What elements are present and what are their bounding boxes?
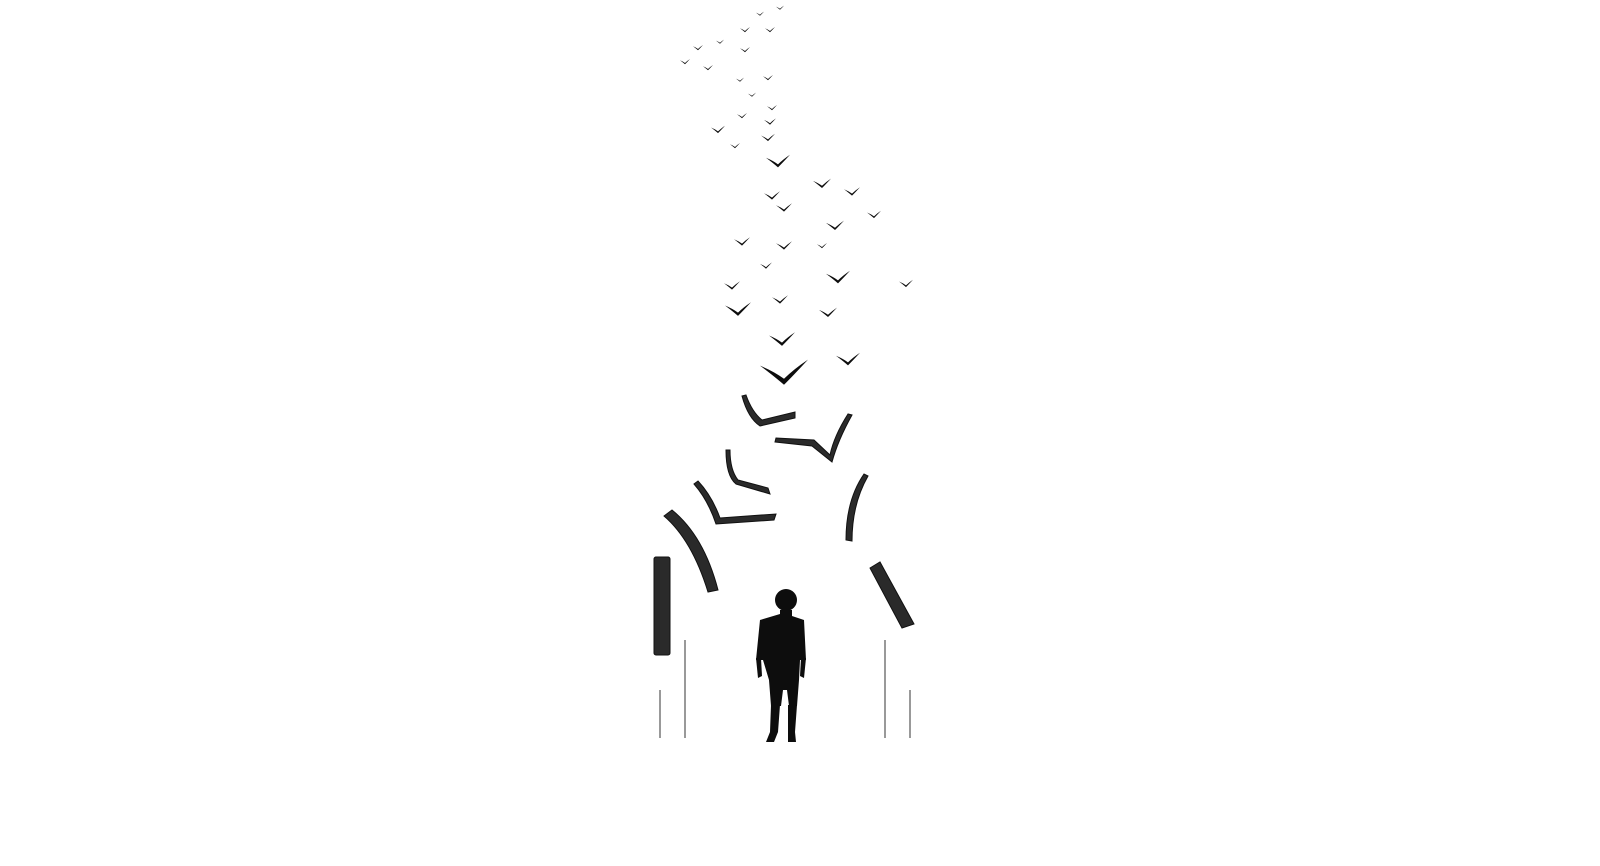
flying-pages bbox=[653, 394, 915, 656]
bird-icon bbox=[813, 178, 831, 189]
bird-icon bbox=[724, 281, 740, 290]
bird-icon bbox=[769, 332, 795, 346]
bird-icon bbox=[740, 47, 750, 53]
page bbox=[774, 413, 853, 463]
bird-icon bbox=[817, 243, 827, 249]
bird-flock bbox=[680, 5, 913, 385]
bird-icon bbox=[867, 210, 881, 219]
page bbox=[663, 509, 719, 593]
bird-icon bbox=[736, 77, 744, 82]
bird-icon bbox=[844, 187, 860, 196]
bird-icon bbox=[730, 143, 740, 149]
bird-icon bbox=[716, 39, 724, 44]
bird-icon bbox=[764, 118, 776, 125]
bird-icon bbox=[836, 352, 860, 366]
bird-icon bbox=[765, 27, 775, 33]
bird-icon bbox=[760, 359, 808, 385]
bird-icon bbox=[766, 154, 790, 168]
bird-icon bbox=[761, 133, 775, 142]
bird-icon bbox=[764, 191, 780, 200]
bird-icon bbox=[693, 45, 703, 51]
page bbox=[845, 473, 869, 542]
bird-icon bbox=[763, 75, 773, 81]
book-edges bbox=[659, 640, 911, 738]
bird-icon bbox=[734, 237, 750, 246]
bird-icon bbox=[776, 203, 792, 212]
bird-icon bbox=[703, 65, 713, 71]
page bbox=[653, 556, 671, 656]
page bbox=[741, 394, 796, 427]
page bbox=[693, 480, 777, 525]
bird-icon bbox=[737, 113, 747, 119]
bird-icon bbox=[740, 27, 750, 33]
bird-icon bbox=[711, 125, 725, 134]
bird-icon bbox=[760, 262, 772, 269]
bird-icon bbox=[680, 59, 690, 65]
bird-icon bbox=[767, 105, 777, 111]
bird-icon bbox=[772, 295, 788, 304]
bird-icon bbox=[725, 302, 751, 316]
bird-icon bbox=[776, 5, 784, 10]
page bbox=[725, 449, 771, 495]
bird-icon bbox=[748, 92, 756, 97]
bird-icon bbox=[899, 279, 913, 288]
bird-icon bbox=[826, 270, 850, 284]
page bbox=[869, 561, 915, 629]
bird-icon bbox=[826, 220, 844, 231]
boy-silhouette bbox=[756, 589, 806, 742]
bird-icon bbox=[819, 307, 837, 318]
bird-icon bbox=[776, 241, 792, 250]
bird-icon bbox=[756, 11, 764, 16]
